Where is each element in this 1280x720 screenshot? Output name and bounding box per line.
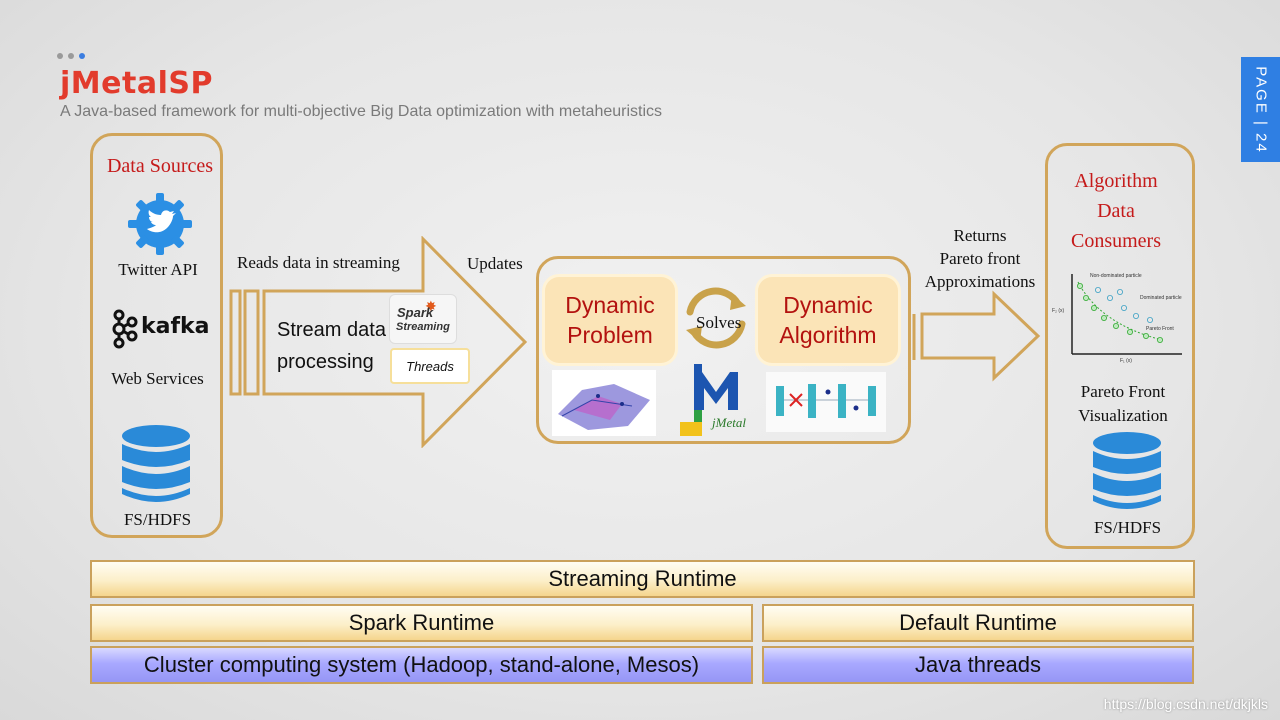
kafka-label: kafka: [141, 314, 210, 339]
spark-streaming-logo: ✸ Spark Streaming: [389, 294, 457, 344]
twitter-api-label: Twitter API: [118, 260, 198, 279]
optimization-panel: [536, 256, 911, 444]
returns-line2: Pareto front: [939, 249, 1021, 268]
pareto-front-plot: F₂ (x) F₁ (x) Non-dominated particle Dom…: [1052, 273, 1182, 364]
page-number-tab: PAGE | 24: [1241, 57, 1280, 162]
updates-label: Updates: [467, 254, 523, 273]
data-sources-panel: [90, 133, 223, 538]
stream-processing-line1: Stream data: [277, 319, 386, 341]
streaming-runtime-bar: Streaming Runtime: [90, 560, 1195, 598]
pareto-viz-line1: Pareto Front: [1080, 382, 1166, 401]
threads-label: Threads: [406, 358, 454, 374]
subtitle: A Java-based framework for multi-objecti…: [60, 103, 663, 120]
plot-annotation-nondominated: Non-dominated particle: [1090, 273, 1142, 279]
jmetalsp-logo: jMetalSP: [60, 66, 213, 101]
dynamic-algorithm-line2: Algorithm: [779, 322, 877, 348]
jmetal-logo-text: jMetal: [712, 415, 746, 430]
threads-box: Threads: [390, 348, 470, 384]
header-dots: [57, 53, 85, 59]
dynamic-problem-line1: Dynamic: [565, 292, 655, 318]
cycle-arrows-icon: [686, 287, 746, 349]
kafka-icon: [110, 309, 138, 349]
returns-line1: Returns: [953, 226, 1007, 245]
plot-ylabel: F₂ (x): [1052, 308, 1065, 314]
dynamic-problem-line2: Problem: [567, 322, 653, 348]
problem-surface-image: [552, 370, 656, 436]
plot-annotation-dominated: Dominated particle: [1140, 295, 1182, 301]
consumers-title-line3: Consumers: [1071, 230, 1161, 252]
spark-runtime-bar: Spark Runtime: [90, 604, 753, 642]
plot-xlabel: F₁ (x): [1120, 358, 1132, 364]
returns-arrow: [912, 290, 1041, 382]
watermark: https://blog.csdn.net/dkjkls: [1103, 696, 1268, 712]
stream-processing-label: Stream data processing: [277, 314, 386, 378]
data-consumers-title: Algorithm Data Consumers: [1050, 166, 1182, 256]
right-database-icon: [1091, 431, 1163, 513]
twitter-icon: [128, 193, 192, 255]
returns-line3: Approximations: [924, 272, 1036, 291]
page-number-label: PAGE | 24: [1252, 65, 1269, 154]
jmetal-logo: [680, 364, 738, 436]
data-consumers-panel: [1045, 143, 1195, 549]
algorithm-network-image: [766, 372, 886, 432]
returns-label: Returns Pareto front Approximations: [920, 224, 1040, 293]
consumers-title-line2: Data: [1097, 200, 1135, 222]
stream-processing-line2: processing: [277, 351, 374, 373]
dynamic-algorithm-line1: Dynamic: [783, 292, 873, 318]
solves-label: Solves: [696, 313, 742, 332]
right-fs-hdfs-label: FS/HDFS: [1093, 518, 1162, 537]
spark-logo-line1: Spark: [397, 305, 434, 320]
plot-annotation-pareto: Pareto Front: [1146, 326, 1174, 332]
pareto-viz-line2: Visualization: [1078, 406, 1168, 425]
spark-star-icon: ✸: [425, 298, 437, 314]
default-runtime-bar: Default Runtime: [762, 604, 1194, 642]
spark-logo-line2: Streaming: [396, 321, 450, 333]
stream-arrow: [229, 236, 528, 448]
reads-data-label: Reads data in streaming: [237, 253, 400, 272]
java-threads-bar: Java threads: [762, 646, 1194, 684]
web-services-label: Web Services: [111, 369, 204, 388]
left-fs-hdfs-label: FS/HDFS: [123, 510, 192, 529]
cluster-computing-bar: Cluster computing system (Hadoop, stand-…: [90, 646, 753, 684]
data-sources-title: Data Sources: [106, 155, 214, 177]
consumers-title-line1: Algorithm: [1074, 170, 1158, 192]
database-icon: [120, 424, 192, 506]
pareto-viz-label: Pareto Front Visualization: [1058, 380, 1188, 428]
